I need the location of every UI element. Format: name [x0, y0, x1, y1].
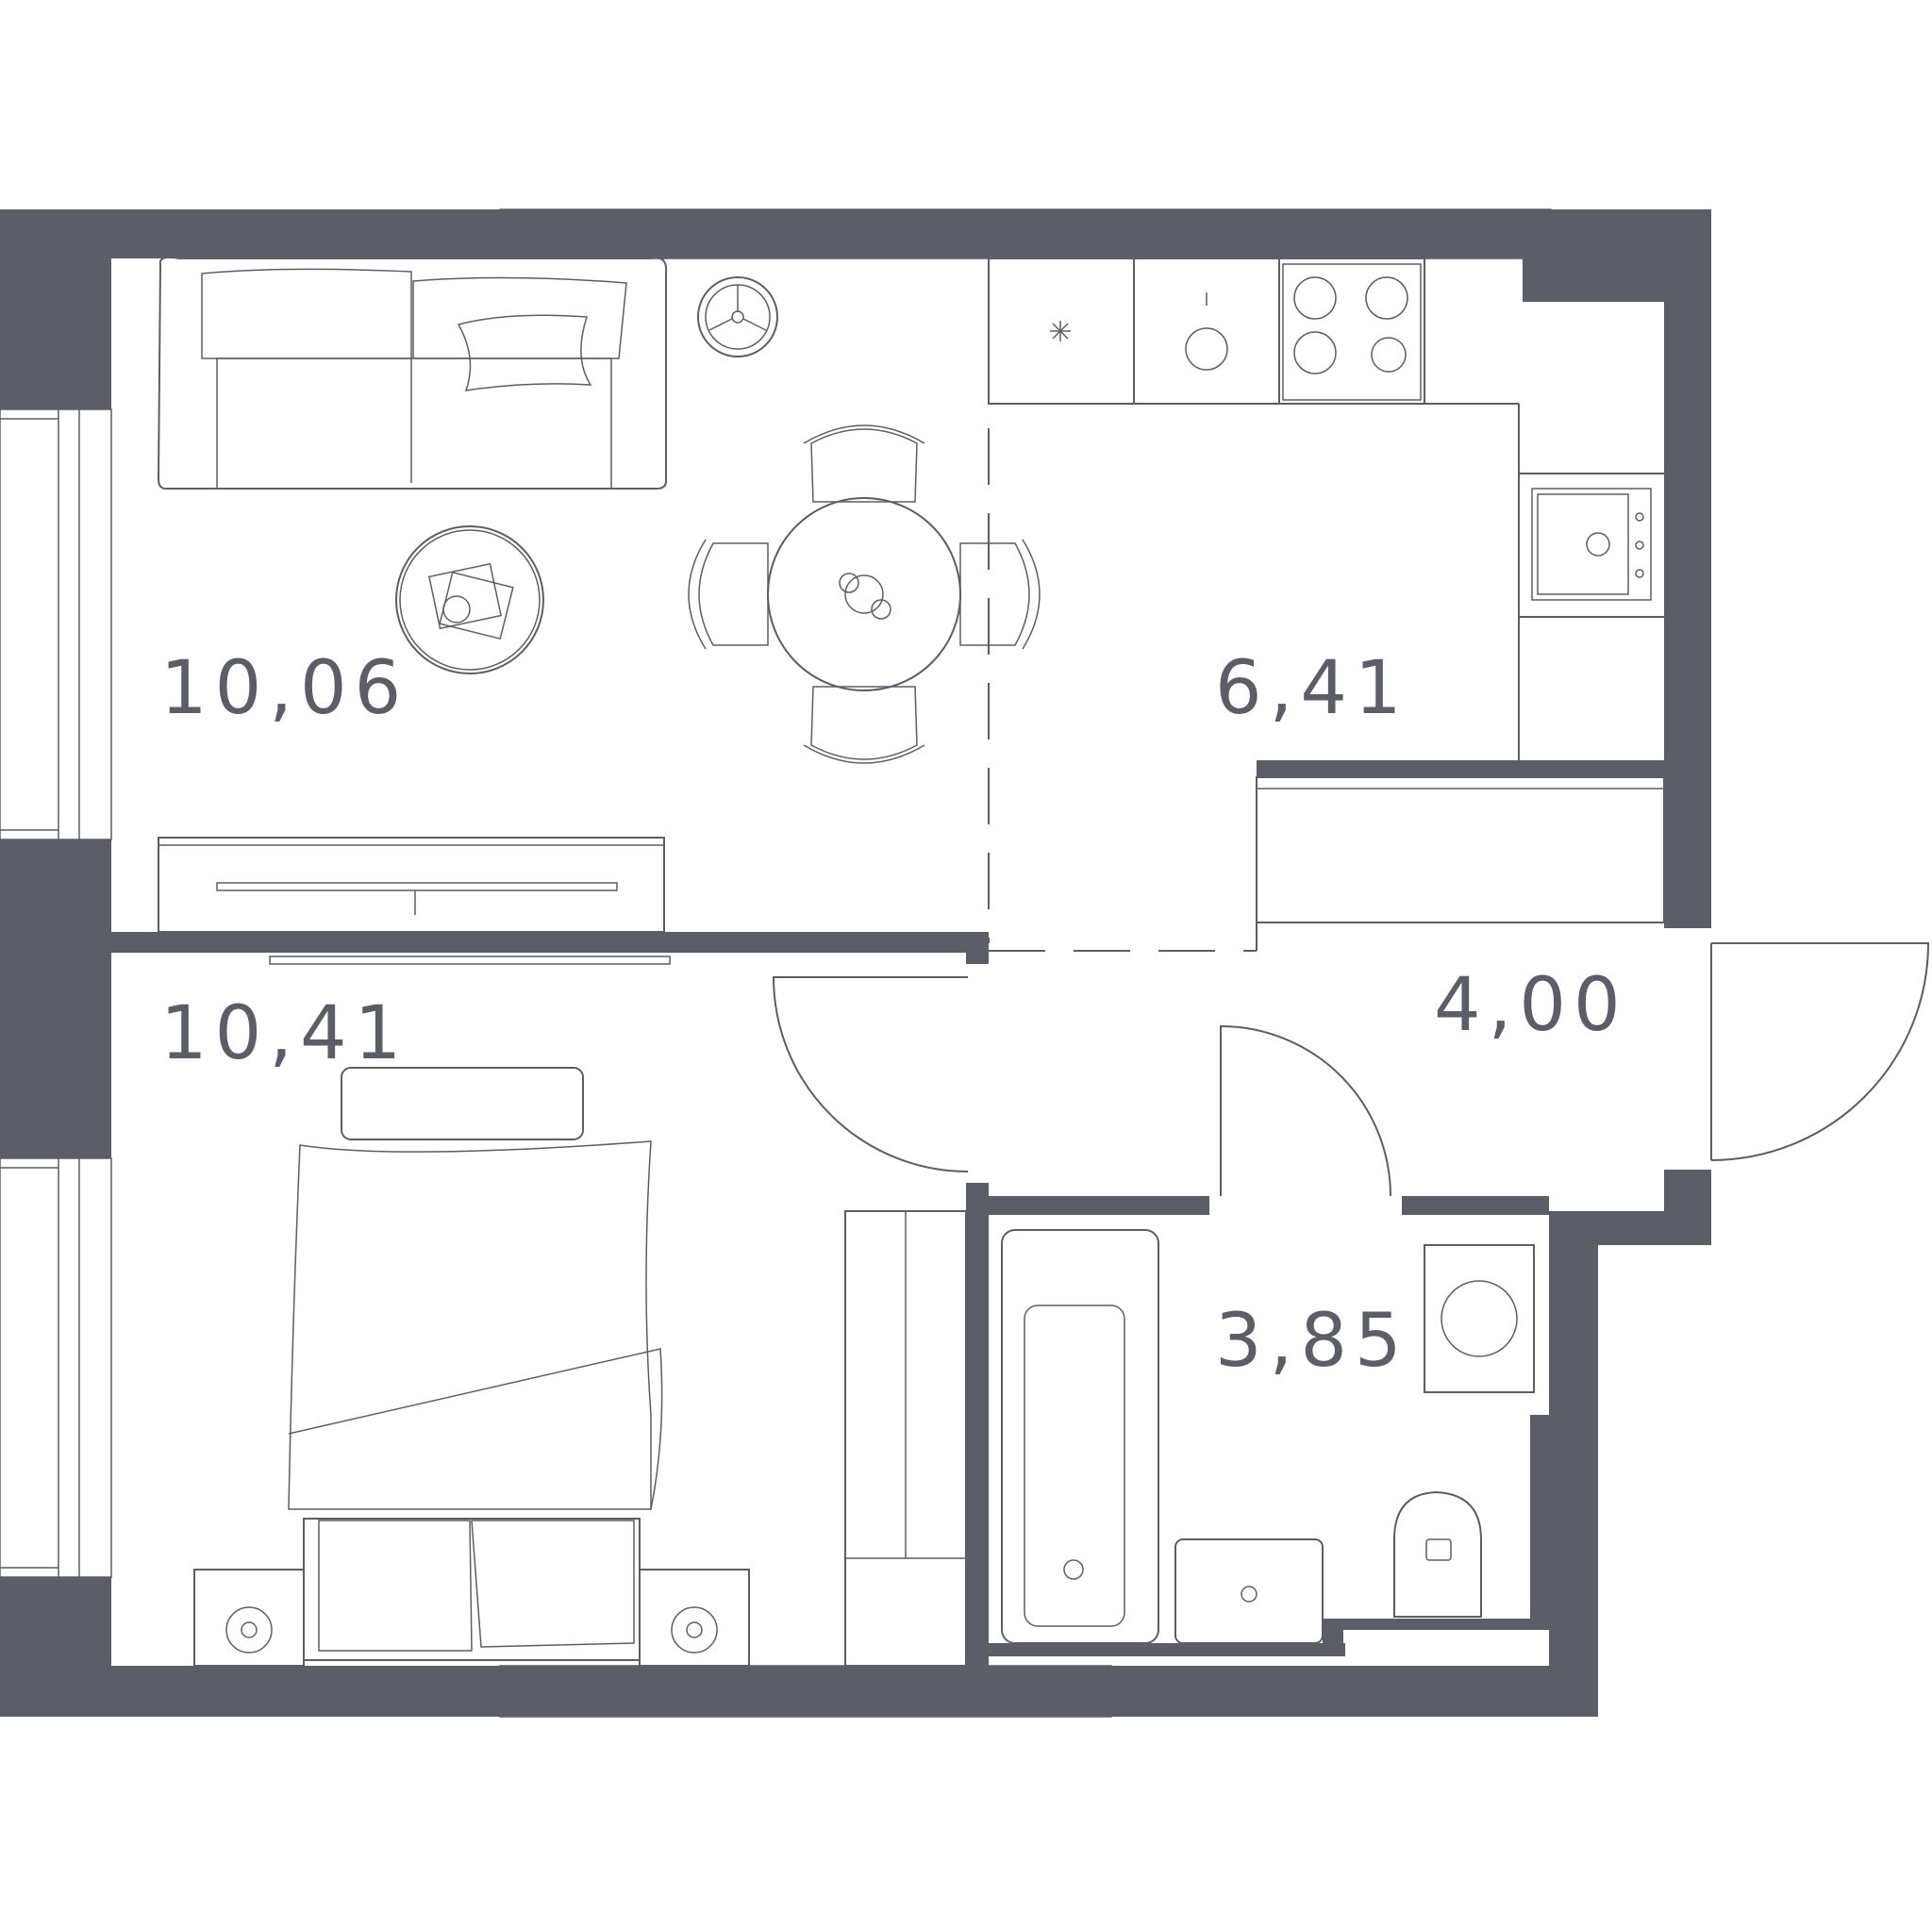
coffee-table [395, 525, 544, 674]
bed [193, 1140, 750, 1667]
dining-set [688, 424, 1041, 764]
area-label-hall: 4,00 [1434, 963, 1628, 1048]
bedroom-tv [269, 956, 671, 965]
floor-lamp [697, 276, 778, 357]
area-label-bathroom: 3,85 [1215, 1299, 1409, 1384]
windows [0, 208, 1552, 1718]
area-label-living: 10,06 [160, 646, 408, 731]
area-labels: 10,06 6,41 4,00 10,41 3,85 [160, 646, 1628, 1384]
sofa [157, 256, 668, 490]
tv-stand [158, 837, 665, 933]
area-label-kitchen: 6,41 [1215, 646, 1409, 731]
headboard [341, 1067, 584, 1140]
doors [772, 942, 1930, 1197]
kitchen [988, 258, 1664, 760]
bathroom [1001, 1229, 1535, 1644]
area-label-bedroom: 10,41 [160, 991, 408, 1076]
bedroom-wardrobe [844, 1210, 967, 1667]
walls [0, 209, 1711, 1717]
hall-wardrobe [1256, 776, 1665, 923]
